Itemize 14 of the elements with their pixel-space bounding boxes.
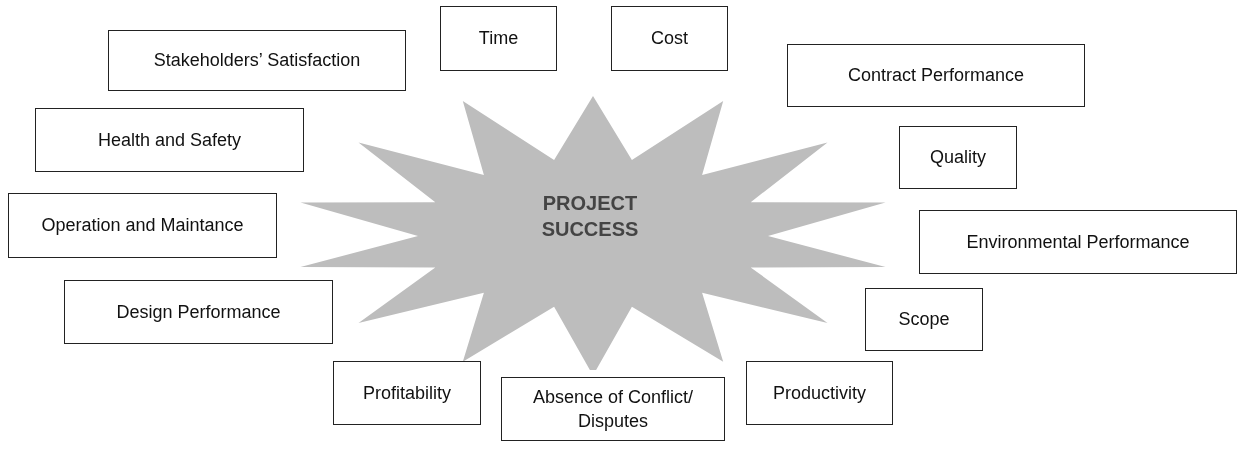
- star-title: PROJECT SUCCESS: [540, 191, 640, 242]
- factor-box: Design Performance: [64, 280, 333, 344]
- factor-box: Health and Safety: [35, 108, 304, 172]
- factor-box: Cost: [611, 6, 728, 71]
- factor-box: Environmental Performance: [919, 210, 1237, 274]
- factor-box: Contract Performance: [787, 44, 1085, 107]
- factor-box: Scope: [865, 288, 983, 351]
- factor-box: Time: [440, 6, 557, 71]
- factor-box: Productivity: [746, 361, 893, 425]
- factor-box: Stakeholders’ Satisfaction: [108, 30, 406, 91]
- factor-box: Profitability: [333, 361, 481, 425]
- factor-box: Quality: [899, 126, 1017, 189]
- factor-box: Operation and Maintance: [8, 193, 277, 258]
- factor-box: Absence of Conflict/ Disputes: [501, 377, 725, 441]
